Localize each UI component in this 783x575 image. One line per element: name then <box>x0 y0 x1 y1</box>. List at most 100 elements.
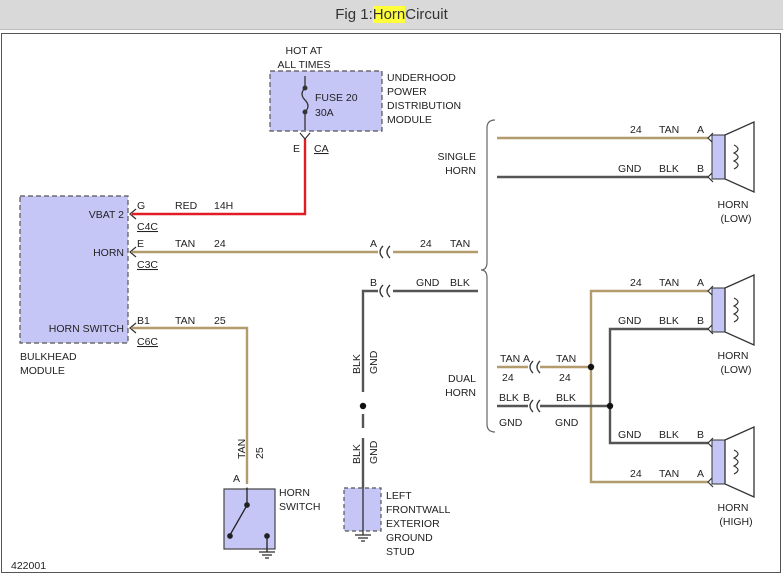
dual-tan-right-color: TAN <box>556 353 576 365</box>
dual-blk-left-gauge: GND <box>499 417 523 429</box>
switch-wire-gauge: 25 <box>254 447 266 459</box>
connector-pin-a: A <box>370 238 377 250</box>
bulkhead-name-1: BULKHEAD <box>20 351 77 363</box>
dual-high-name-1: HORN <box>718 502 749 514</box>
single-horn-label-2: HORN <box>445 165 476 177</box>
dual-horn-low-icon <box>711 274 755 346</box>
figure-title: Fig 1: Horn Circuit <box>0 0 783 30</box>
connector-b-color: BLK <box>450 277 470 289</box>
dual-horn-high-icon <box>711 426 755 498</box>
dual-horn-label-1: DUAL <box>448 373 476 385</box>
dual-horn-label-2: HORN <box>445 387 476 399</box>
dual-low-a-gauge: 24 <box>630 277 642 289</box>
horn-switch-name-2: SWITCH <box>279 501 320 513</box>
bulkhead-horn-color: TAN <box>175 238 195 250</box>
dual-high-pin-b: B <box>697 429 704 441</box>
connector-a-symbol <box>379 245 391 259</box>
dual-low-b-gauge: GND <box>618 315 642 327</box>
bulkhead-terminals <box>129 208 137 334</box>
single-horn-terminals <box>707 132 714 183</box>
dual-high-terminals <box>707 437 714 488</box>
fuse-header-2: ALL TIMES <box>277 59 330 71</box>
single-horn-name-2: (LOW) <box>721 213 752 225</box>
dual-low-pin-a: A <box>697 277 704 289</box>
bulkhead-connector-c3c: C3C <box>137 259 158 271</box>
dual-low-b-color: BLK <box>659 315 679 327</box>
single-horn-name-1: HORN <box>718 199 749 211</box>
connector-a-color: TAN <box>450 238 470 250</box>
switch-pin-a: A <box>233 473 240 485</box>
fuse-rating: 30A <box>315 107 334 119</box>
ground-lower-gauge: GND <box>368 440 380 464</box>
connector-pin-b: B <box>370 277 377 289</box>
title-highlight: Horn <box>372 6 406 23</box>
red-wire <box>132 139 307 216</box>
dual-low-name-1: HORN <box>718 350 749 362</box>
dual-blk-right-gauge: GND <box>555 417 579 429</box>
ground-stud-name-1: LEFT <box>386 490 412 502</box>
bulkhead-name-2: MODULE <box>20 365 65 377</box>
fuse-pin-e: E <box>293 143 300 155</box>
connector-b-symbol <box>379 284 391 298</box>
switch-symbol <box>227 489 270 552</box>
bulkhead-pin-label-horn-switch: HORN SWITCH <box>49 323 124 335</box>
splice-dot <box>359 402 367 410</box>
bulkhead-pin-e: E <box>137 238 144 250</box>
horn-switch-name-1: HORN <box>279 487 310 499</box>
fuse-module-name-2: POWER <box>387 86 427 98</box>
single-horn-low-icon <box>711 121 755 193</box>
fuse-pin-ca: CA <box>314 143 329 155</box>
dual-high-b-color: BLK <box>659 429 679 441</box>
dual-tan-pin: A <box>523 353 530 365</box>
dual-tan-left-color: TAN <box>500 353 520 365</box>
bulkhead-switch-color: TAN <box>175 315 195 327</box>
tan-splice-dot <box>587 363 595 371</box>
figure-id: 422001 <box>11 560 46 572</box>
dual-high-pin-a: A <box>697 468 704 480</box>
dual-high-name-2: (HIGH) <box>719 516 752 528</box>
dual-tan-connector-symbol <box>529 360 541 374</box>
bulkhead-horn-gauge: 24 <box>214 238 226 250</box>
single-b-color: BLK <box>659 163 679 175</box>
dual-blk-right-color: BLK <box>556 392 576 404</box>
dual-low-name-2: (LOW) <box>721 364 752 376</box>
bulkhead-pin-label-horn: HORN <box>93 247 124 259</box>
ground-upper-color: BLK <box>351 354 363 374</box>
fuse-module-name-4: MODULE <box>387 114 432 126</box>
fuse-module-box <box>269 70 383 132</box>
fuse-module-name-3: DISTRIBUTION <box>387 100 461 112</box>
switch-ground-icon <box>259 551 275 559</box>
fuse-header-1: HOT AT <box>286 45 324 57</box>
dual-high-a-color: TAN <box>659 468 679 480</box>
diagram-frame <box>1 33 781 573</box>
blk-splice-dot <box>606 402 614 410</box>
ground-stud-name-4: GROUND <box>386 532 433 544</box>
dual-tan-left-gauge: 24 <box>502 372 514 384</box>
single-pin-a: A <box>697 124 704 136</box>
fuse-module-name-1: UNDERHOOD <box>387 72 456 84</box>
dual-blk-connector-symbol <box>529 399 541 413</box>
ground-lower-color: BLK <box>351 444 363 464</box>
bulkhead-pin-g: G <box>137 200 145 212</box>
single-a-gauge: 24 <box>630 124 642 136</box>
blk-wire-ground-upper <box>361 289 378 392</box>
dual-low-a-color: TAN <box>659 277 679 289</box>
dual-blk-trunk <box>608 327 708 445</box>
dual-high-b-gauge: GND <box>618 429 642 441</box>
connector-b-gauge: GND <box>416 277 440 289</box>
fuse-terminal <box>299 132 311 140</box>
single-horn-label-1: SINGLE <box>437 151 476 163</box>
title-suffix: Circuit <box>405 6 448 23</box>
switch-wire-color: TAN <box>236 439 248 459</box>
tan-wire-horn-switch <box>132 326 249 484</box>
dual-tan-right-gauge: 24 <box>559 372 571 384</box>
single-b-gauge: GND <box>618 163 642 175</box>
dual-low-pin-b: B <box>697 315 704 327</box>
bulkhead-connector-c6c: C6C <box>137 336 158 348</box>
dual-tan-trunk <box>589 289 708 484</box>
bulkhead-red-gauge: 14H <box>214 200 233 212</box>
bulkhead-connector-c4c: C4C <box>137 221 158 233</box>
ground-stud-name-5: STUD <box>386 546 415 558</box>
single-pin-b: B <box>697 163 704 175</box>
